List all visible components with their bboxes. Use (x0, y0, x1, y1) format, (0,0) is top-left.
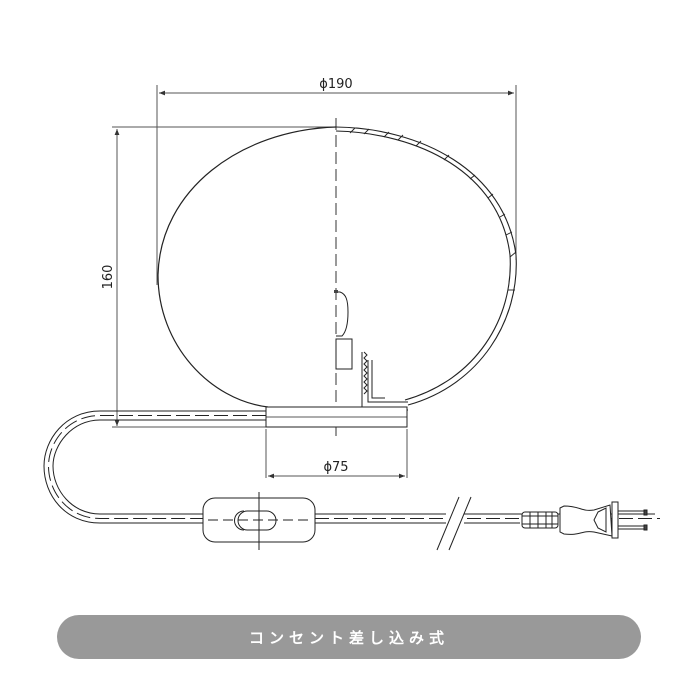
width-dimension (156, 85, 517, 285)
plug-icon (521, 501, 648, 539)
caption-bar: コンセント差し込み式 (57, 615, 641, 659)
caption-label: コンセント差し込み式 (248, 628, 449, 647)
base-dimension (265, 429, 408, 479)
socket (335, 338, 353, 370)
cord (43, 410, 660, 524)
base-dimension-label: ϕ75 (323, 460, 348, 475)
globe-holder (361, 351, 408, 411)
glass-globe-left (157, 126, 337, 408)
height-dimension (112, 126, 336, 428)
cord-break-mark (436, 496, 472, 551)
inline-switch (202, 492, 316, 550)
bulb-icon (336, 291, 349, 337)
height-dimension-label: 160 (101, 265, 116, 290)
width-dimension-label: ϕ190 (319, 77, 352, 92)
glass-globe-section (335, 126, 517, 406)
